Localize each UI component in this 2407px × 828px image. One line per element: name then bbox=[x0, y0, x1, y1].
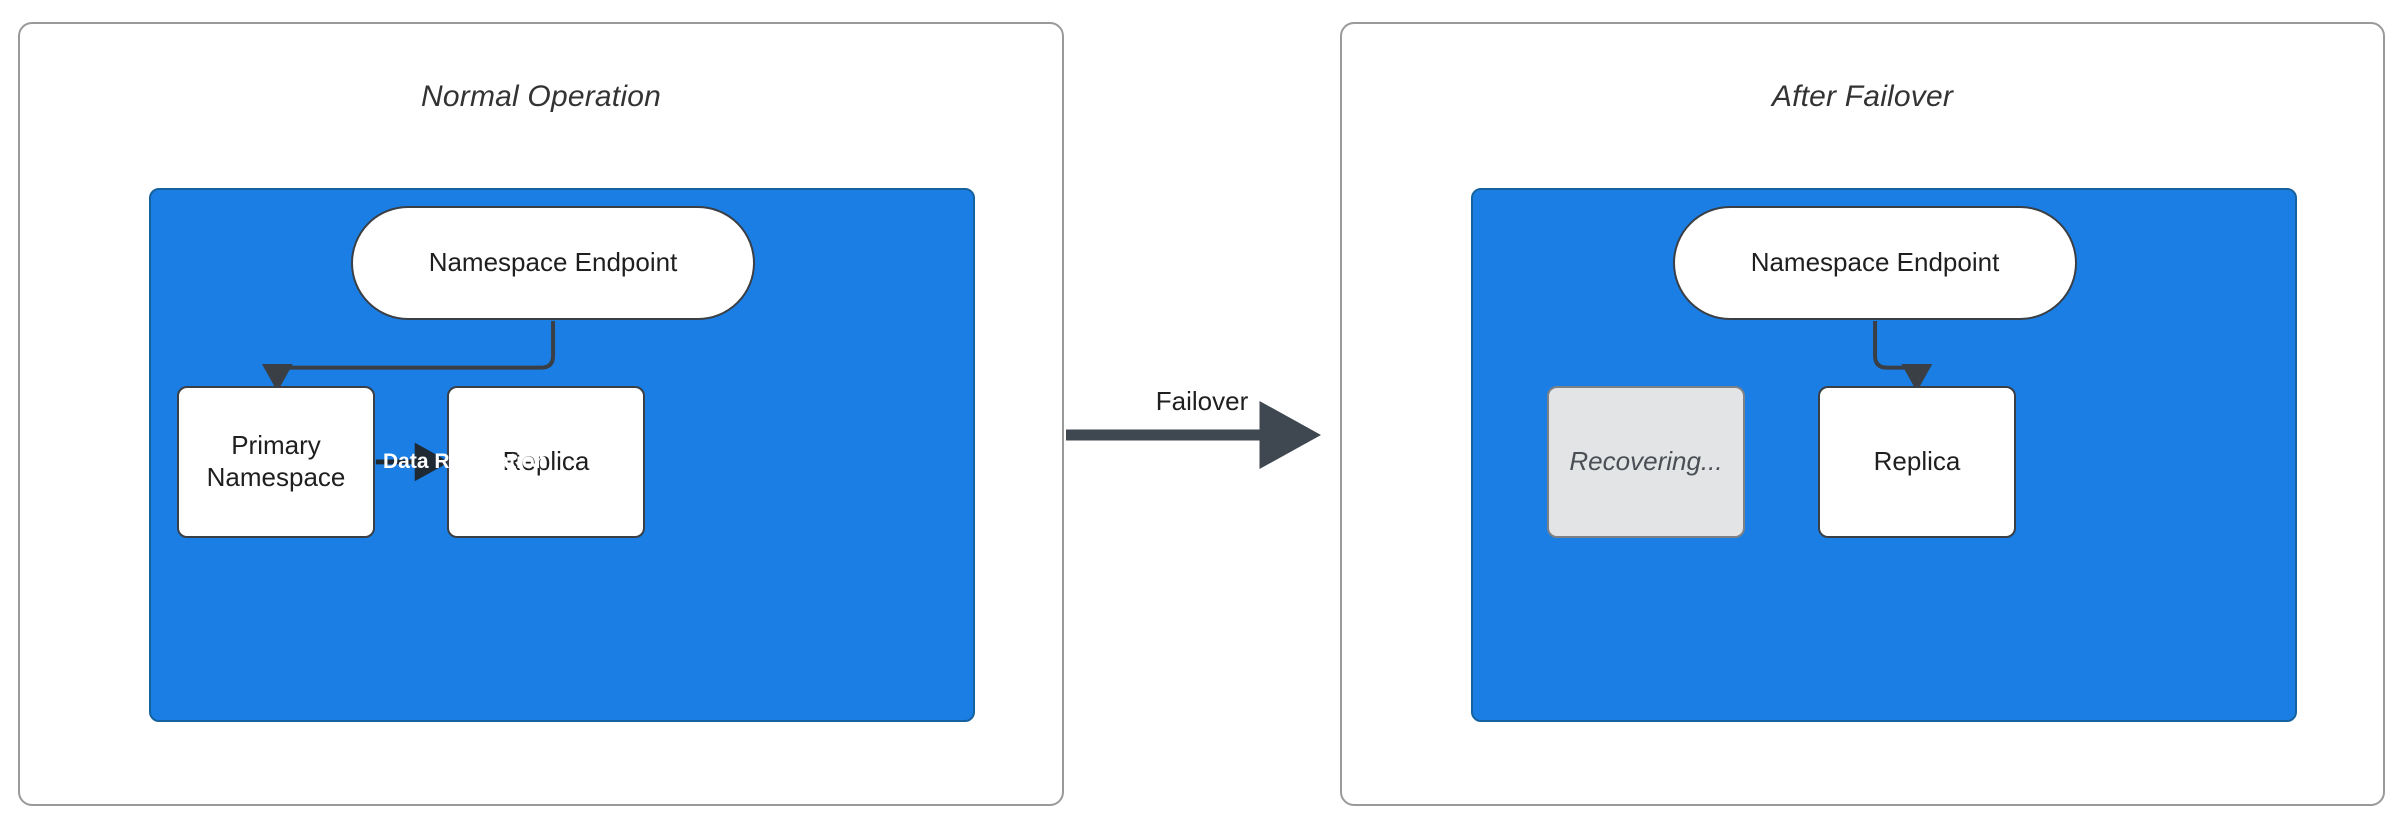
failover-label: Failover bbox=[1155, 386, 1249, 416]
node-label-line1: Primary bbox=[231, 430, 321, 461]
node-label: Replica bbox=[1873, 446, 1961, 477]
node-label-line2: Namespace bbox=[206, 462, 346, 492]
blue-region-failover: Namespace Endpoint Recovering... Replica bbox=[1471, 188, 2297, 722]
node-label: Recovering... bbox=[1569, 446, 1723, 477]
edge-endpoint-to-replica bbox=[1873, 321, 1919, 380]
node-label: Namespace Endpoint bbox=[1750, 247, 2000, 278]
panel-title-normal-operation: Normal Operation bbox=[421, 80, 661, 113]
panel-title-after-failover: After Failover bbox=[1771, 80, 1954, 113]
panel-normal-operation: Normal Operation bbox=[18, 22, 1064, 806]
edge-endpoint-to-primary bbox=[275, 321, 556, 380]
node-namespace-endpoint-normal[interactable]: Namespace Endpoint bbox=[351, 206, 755, 320]
node-recovering[interactable]: Recovering... bbox=[1547, 386, 1745, 538]
panel-after-failover: After Failover Namespace Endpoint Recove… bbox=[1340, 22, 2385, 806]
node-replica-normal[interactable]: Replica bbox=[447, 386, 645, 538]
node-replica-failover[interactable]: Replica bbox=[1818, 386, 2016, 538]
node-namespace-endpoint-failover[interactable]: Namespace Endpoint bbox=[1673, 206, 2077, 320]
edge-label-data-replication: Data Replication bbox=[383, 450, 548, 473]
node-label: Replica bbox=[502, 446, 590, 477]
blue-region-normal: Namespace Endpoint Primary Namespace Rep… bbox=[149, 188, 975, 722]
node-label: Namespace Endpoint bbox=[428, 247, 678, 278]
failover-transition: Failover bbox=[1064, 380, 1340, 500]
node-label: Primary Namespace bbox=[207, 430, 346, 493]
node-primary-namespace[interactable]: Primary Namespace bbox=[177, 386, 375, 538]
